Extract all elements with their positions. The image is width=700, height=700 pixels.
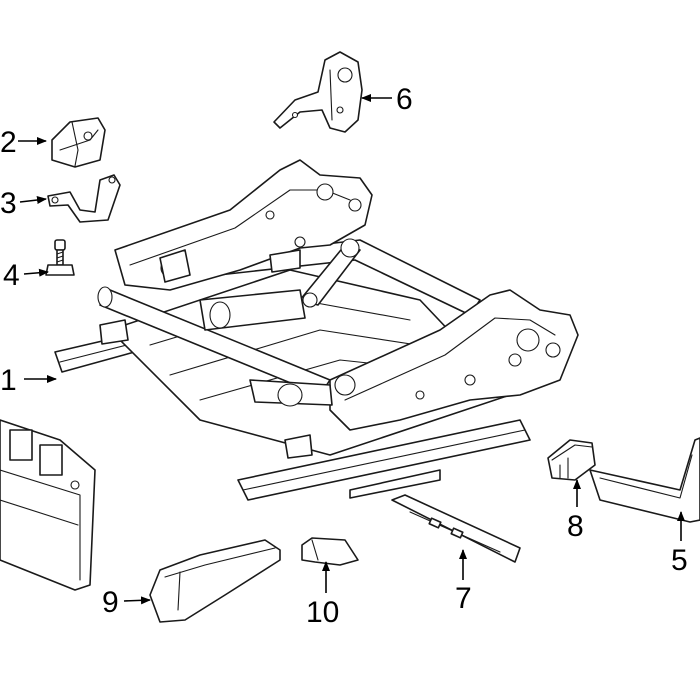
part-9-front-cover (149, 539, 281, 623)
part-5-side-cover (589, 437, 700, 523)
callout-label-2: 2 (0, 126, 17, 159)
callout-5: 5 (671, 511, 688, 577)
callout-label-4: 4 (3, 259, 20, 292)
part-10-clip (301, 537, 359, 566)
part-3-bracket (47, 174, 121, 223)
callout-4: 4 (3, 259, 49, 292)
part-side-module (0, 419, 96, 591)
callout-3: 3 (0, 187, 47, 220)
callout-6: 6 (361, 83, 413, 116)
part-2-cover (51, 117, 106, 168)
callout-2: 2 (0, 126, 47, 159)
callout-label-1: 1 (0, 364, 17, 397)
callout-1: 1 (0, 364, 57, 397)
callout-label-9: 9 (102, 586, 119, 619)
part-8-knob (547, 439, 596, 481)
part-7-strip (391, 494, 521, 563)
callout-label-6: 6 (396, 83, 413, 116)
part-6-recliner (273, 51, 363, 133)
callout-label-10: 10 (306, 596, 339, 629)
callout-label-5: 5 (671, 544, 688, 577)
callout-label-3: 3 (0, 187, 17, 220)
callout-label-8: 8 (567, 510, 584, 543)
callout-7: 7 (455, 549, 472, 615)
part-4-bolt (45, 239, 75, 276)
callout-10: 10 (306, 561, 339, 629)
part-seat-frame (54, 159, 579, 501)
callout-label-7: 7 (455, 582, 472, 615)
callout-9: 9 (102, 586, 151, 619)
callout-8: 8 (567, 479, 584, 543)
